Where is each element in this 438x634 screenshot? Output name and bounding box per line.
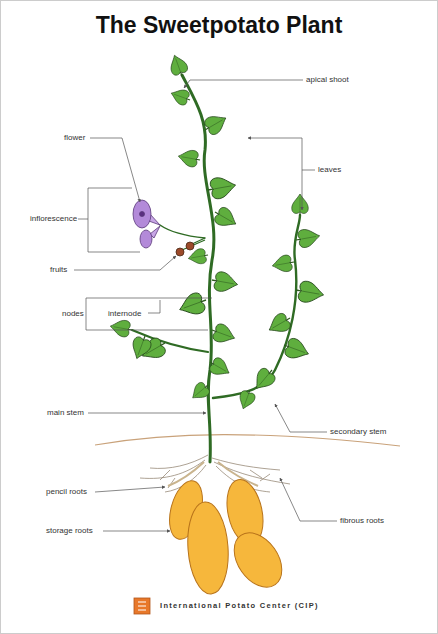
- leader-line: [184, 80, 303, 88]
- stem: [182, 75, 214, 462]
- leaf: [210, 270, 239, 294]
- leaf: [292, 194, 309, 216]
- fruit: [182, 238, 205, 250]
- leader-line: [280, 478, 337, 521]
- leaf: [236, 387, 257, 411]
- ground-line: [95, 435, 400, 446]
- stem: [132, 75, 300, 462]
- flower: [133, 200, 151, 228]
- leaf: [167, 53, 190, 79]
- leader-line: [148, 300, 160, 313]
- part-label: main stem: [47, 408, 84, 418]
- leaf: [206, 175, 237, 201]
- organization-name: International Potato Center (CIP): [160, 601, 319, 611]
- fibrous-root: [212, 458, 280, 470]
- fibrous-root: [214, 462, 290, 484]
- storage-root: [164, 476, 292, 596]
- leader-line: [74, 256, 176, 270]
- leaf: [211, 204, 241, 232]
- leaf: [201, 110, 231, 138]
- leader-line: [103, 531, 170, 532]
- fibrous-root: [160, 470, 270, 488]
- storage-root: [185, 501, 231, 596]
- part-label: internode: [108, 309, 141, 319]
- storage-root: [224, 524, 291, 596]
- part-label: pencil roots: [46, 487, 87, 497]
- leader-line: [95, 487, 165, 492]
- cip-logo: [138, 602, 146, 610]
- leader-line: [275, 404, 327, 432]
- leaf: [109, 53, 325, 412]
- part-label: leaves: [318, 165, 341, 175]
- leader-line: [302, 170, 303, 210]
- leaf: [294, 227, 321, 249]
- leaf: [176, 290, 209, 319]
- stem: [160, 225, 205, 238]
- leaf: [177, 148, 202, 168]
- leader-line: [86, 298, 212, 330]
- flower: [140, 230, 152, 248]
- part-label: fruits: [50, 265, 67, 275]
- leaf: [206, 355, 233, 380]
- leaf: [188, 379, 213, 403]
- cip-logo: [134, 598, 150, 614]
- leaf: [109, 318, 134, 338]
- flower: [140, 212, 145, 217]
- flower: [133, 200, 160, 248]
- fruit: [176, 248, 184, 256]
- part-label: fibrous roots: [340, 516, 384, 526]
- part-label: flower: [64, 133, 85, 143]
- ground-line: [95, 435, 400, 446]
- leader-line: [248, 138, 315, 170]
- leaf: [209, 322, 238, 347]
- part-label: apical shoot: [306, 75, 349, 85]
- leader-line: [90, 138, 140, 202]
- part-label: storage roots: [46, 526, 93, 536]
- leaf: [265, 310, 295, 338]
- leader-line: [74, 80, 337, 531]
- leaf: [271, 254, 296, 274]
- leaf: [250, 364, 279, 394]
- part-label: nodes: [62, 309, 84, 319]
- fruit: [176, 238, 205, 256]
- part-label: inflorescence: [30, 214, 77, 224]
- leaf: [294, 280, 325, 306]
- leader-line: [78, 188, 140, 252]
- fibrous-root: [140, 455, 290, 492]
- cip-logo: [134, 598, 150, 614]
- leaf: [169, 86, 193, 107]
- fruit: [186, 242, 194, 250]
- title: The Sweetpotato Plant: [0, 12, 438, 39]
- leaf: [128, 333, 153, 362]
- part-label: secondary stem: [330, 427, 386, 437]
- leaf: [281, 336, 312, 363]
- leader-line: [88, 413, 206, 414]
